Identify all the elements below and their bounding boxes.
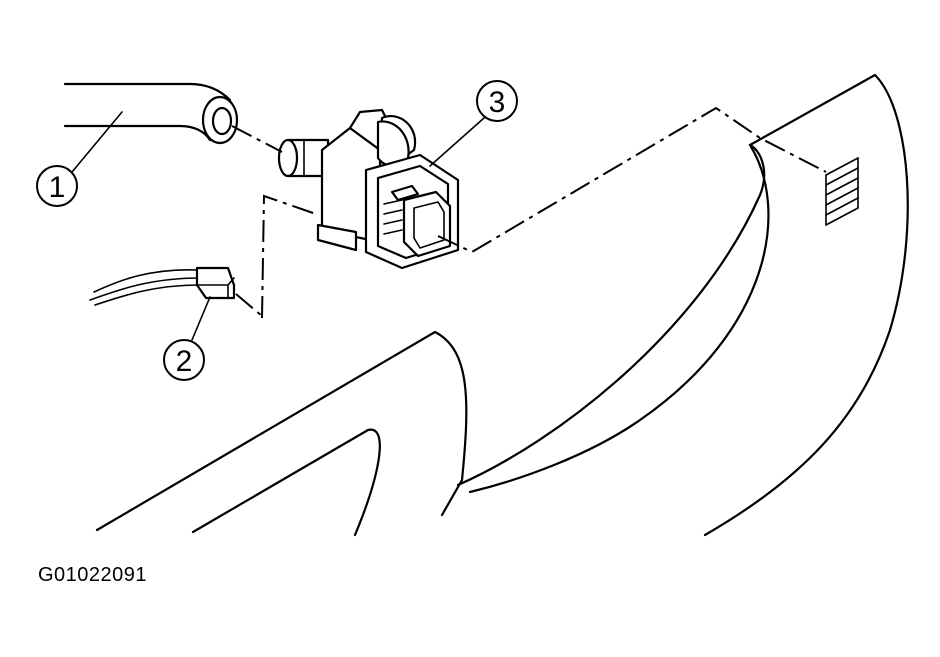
- figure-code: G01022091: [38, 564, 148, 586]
- panel-outline: [95, 73, 909, 537]
- callout-3: 3: [429, 80, 518, 167]
- hose: [63, 82, 239, 145]
- callout-1: 1: [36, 111, 123, 207]
- assembly-leader-lines: [231, 106, 827, 319]
- valve-assembly: [277, 108, 460, 270]
- callout-2: 2: [163, 296, 211, 381]
- callout-3-number: 3: [489, 86, 506, 119]
- callout-2-number: 2: [176, 345, 193, 378]
- vent-grille: [825, 157, 859, 226]
- callout-1-number: 1: [49, 171, 66, 204]
- electrical-connector: [89, 266, 236, 306]
